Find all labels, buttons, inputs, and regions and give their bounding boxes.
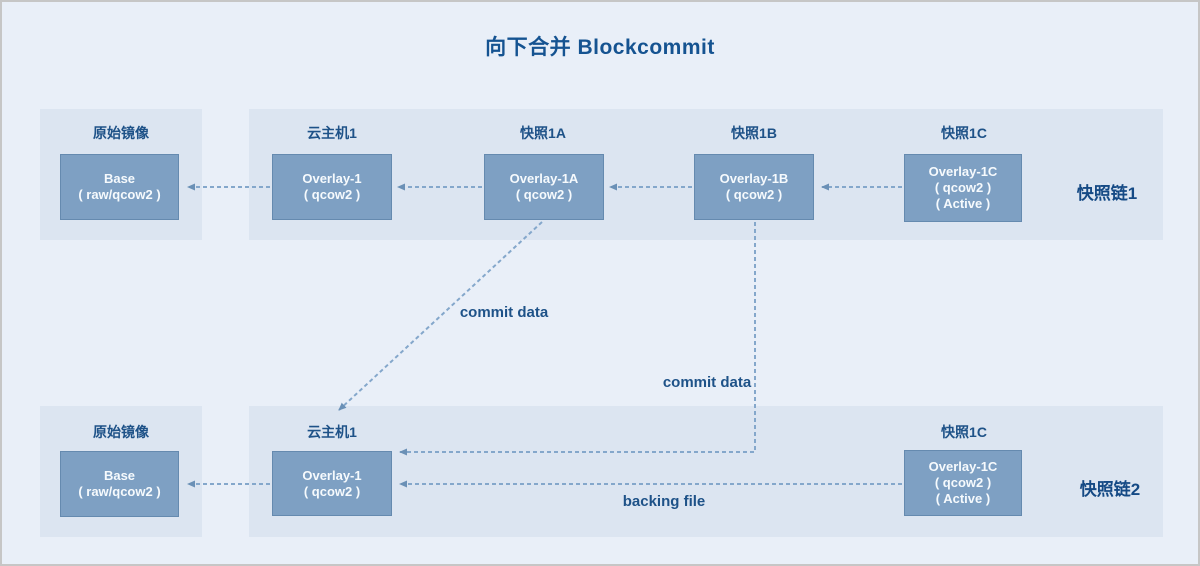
box-line: Overlay-1C bbox=[928, 459, 998, 474]
chain1-base-box: Base ( raw/qcow2 ) bbox=[60, 154, 179, 220]
chain2-base-box: Base ( raw/qcow2 ) bbox=[60, 451, 179, 517]
box-line: ( qcow2 ) bbox=[303, 483, 361, 499]
chain1-node4-label: 快照1C bbox=[941, 125, 987, 141]
chain1-node2-label: 快照1A bbox=[520, 125, 566, 141]
box-line: Overlay-1 bbox=[302, 171, 362, 186]
box-line: ( qcow2 ) bbox=[725, 187, 783, 202]
box-line: ( qcow2 ) bbox=[934, 475, 992, 490]
box-line: Base bbox=[103, 171, 136, 186]
backing-file-label: backing file bbox=[622, 493, 706, 510]
box-line: ( raw/qcow2 ) bbox=[78, 187, 161, 202]
commit-data-label-1: commit data bbox=[459, 304, 549, 321]
box-line: ( Active ) bbox=[935, 196, 991, 211]
chain1-title: 快照链1 bbox=[1076, 184, 1138, 203]
chain2-source-label: 原始镜像 bbox=[93, 424, 149, 440]
chain1-overlay1b-box: Overlay-1B ( qcow2 ) bbox=[694, 154, 814, 220]
box-line: Base bbox=[103, 468, 136, 483]
box-line: ( qcow2 ) bbox=[515, 187, 573, 202]
chain2-title: 快照链2 bbox=[1079, 480, 1141, 499]
box-line: Overlay-1C bbox=[928, 164, 998, 179]
diagram-title: 向下合并 Blockcommit bbox=[485, 36, 715, 59]
chain2-overlay1-box: Overlay-1 ( qcow2 ) bbox=[272, 451, 392, 516]
chain1-overlay1a-box: Overlay-1A ( qcow2 ) bbox=[484, 154, 604, 220]
chain1-overlay1c-box: Overlay-1C ( qcow2 ) ( Active ) bbox=[904, 154, 1022, 222]
box-line: ( raw/qcow2 ) bbox=[78, 484, 161, 499]
box-line: Overlay-1B bbox=[719, 171, 789, 186]
chain2-node2-label: 快照1C bbox=[941, 424, 987, 440]
chain1-overlay1-box: Overlay-1 ( qcow2 ) bbox=[272, 154, 392, 220]
commit-data-label-2: commit data bbox=[662, 374, 752, 391]
chain2-overlay1c-box: Overlay-1C ( qcow2 ) ( Active ) bbox=[904, 450, 1022, 516]
chain1-source-label: 原始镜像 bbox=[93, 125, 149, 141]
box-line: Overlay-1A bbox=[509, 171, 579, 186]
box-line: ( qcow2 ) bbox=[934, 180, 992, 195]
box-line: ( Active ) bbox=[935, 491, 991, 506]
box-line: Overlay-1 bbox=[302, 467, 362, 483]
box-line: ( qcow2 ) bbox=[303, 187, 361, 202]
chain2-node1-label: 云主机1 bbox=[307, 424, 357, 440]
chain1-node3-label: 快照1B bbox=[731, 125, 777, 141]
chain1-node1-label: 云主机1 bbox=[307, 125, 357, 141]
